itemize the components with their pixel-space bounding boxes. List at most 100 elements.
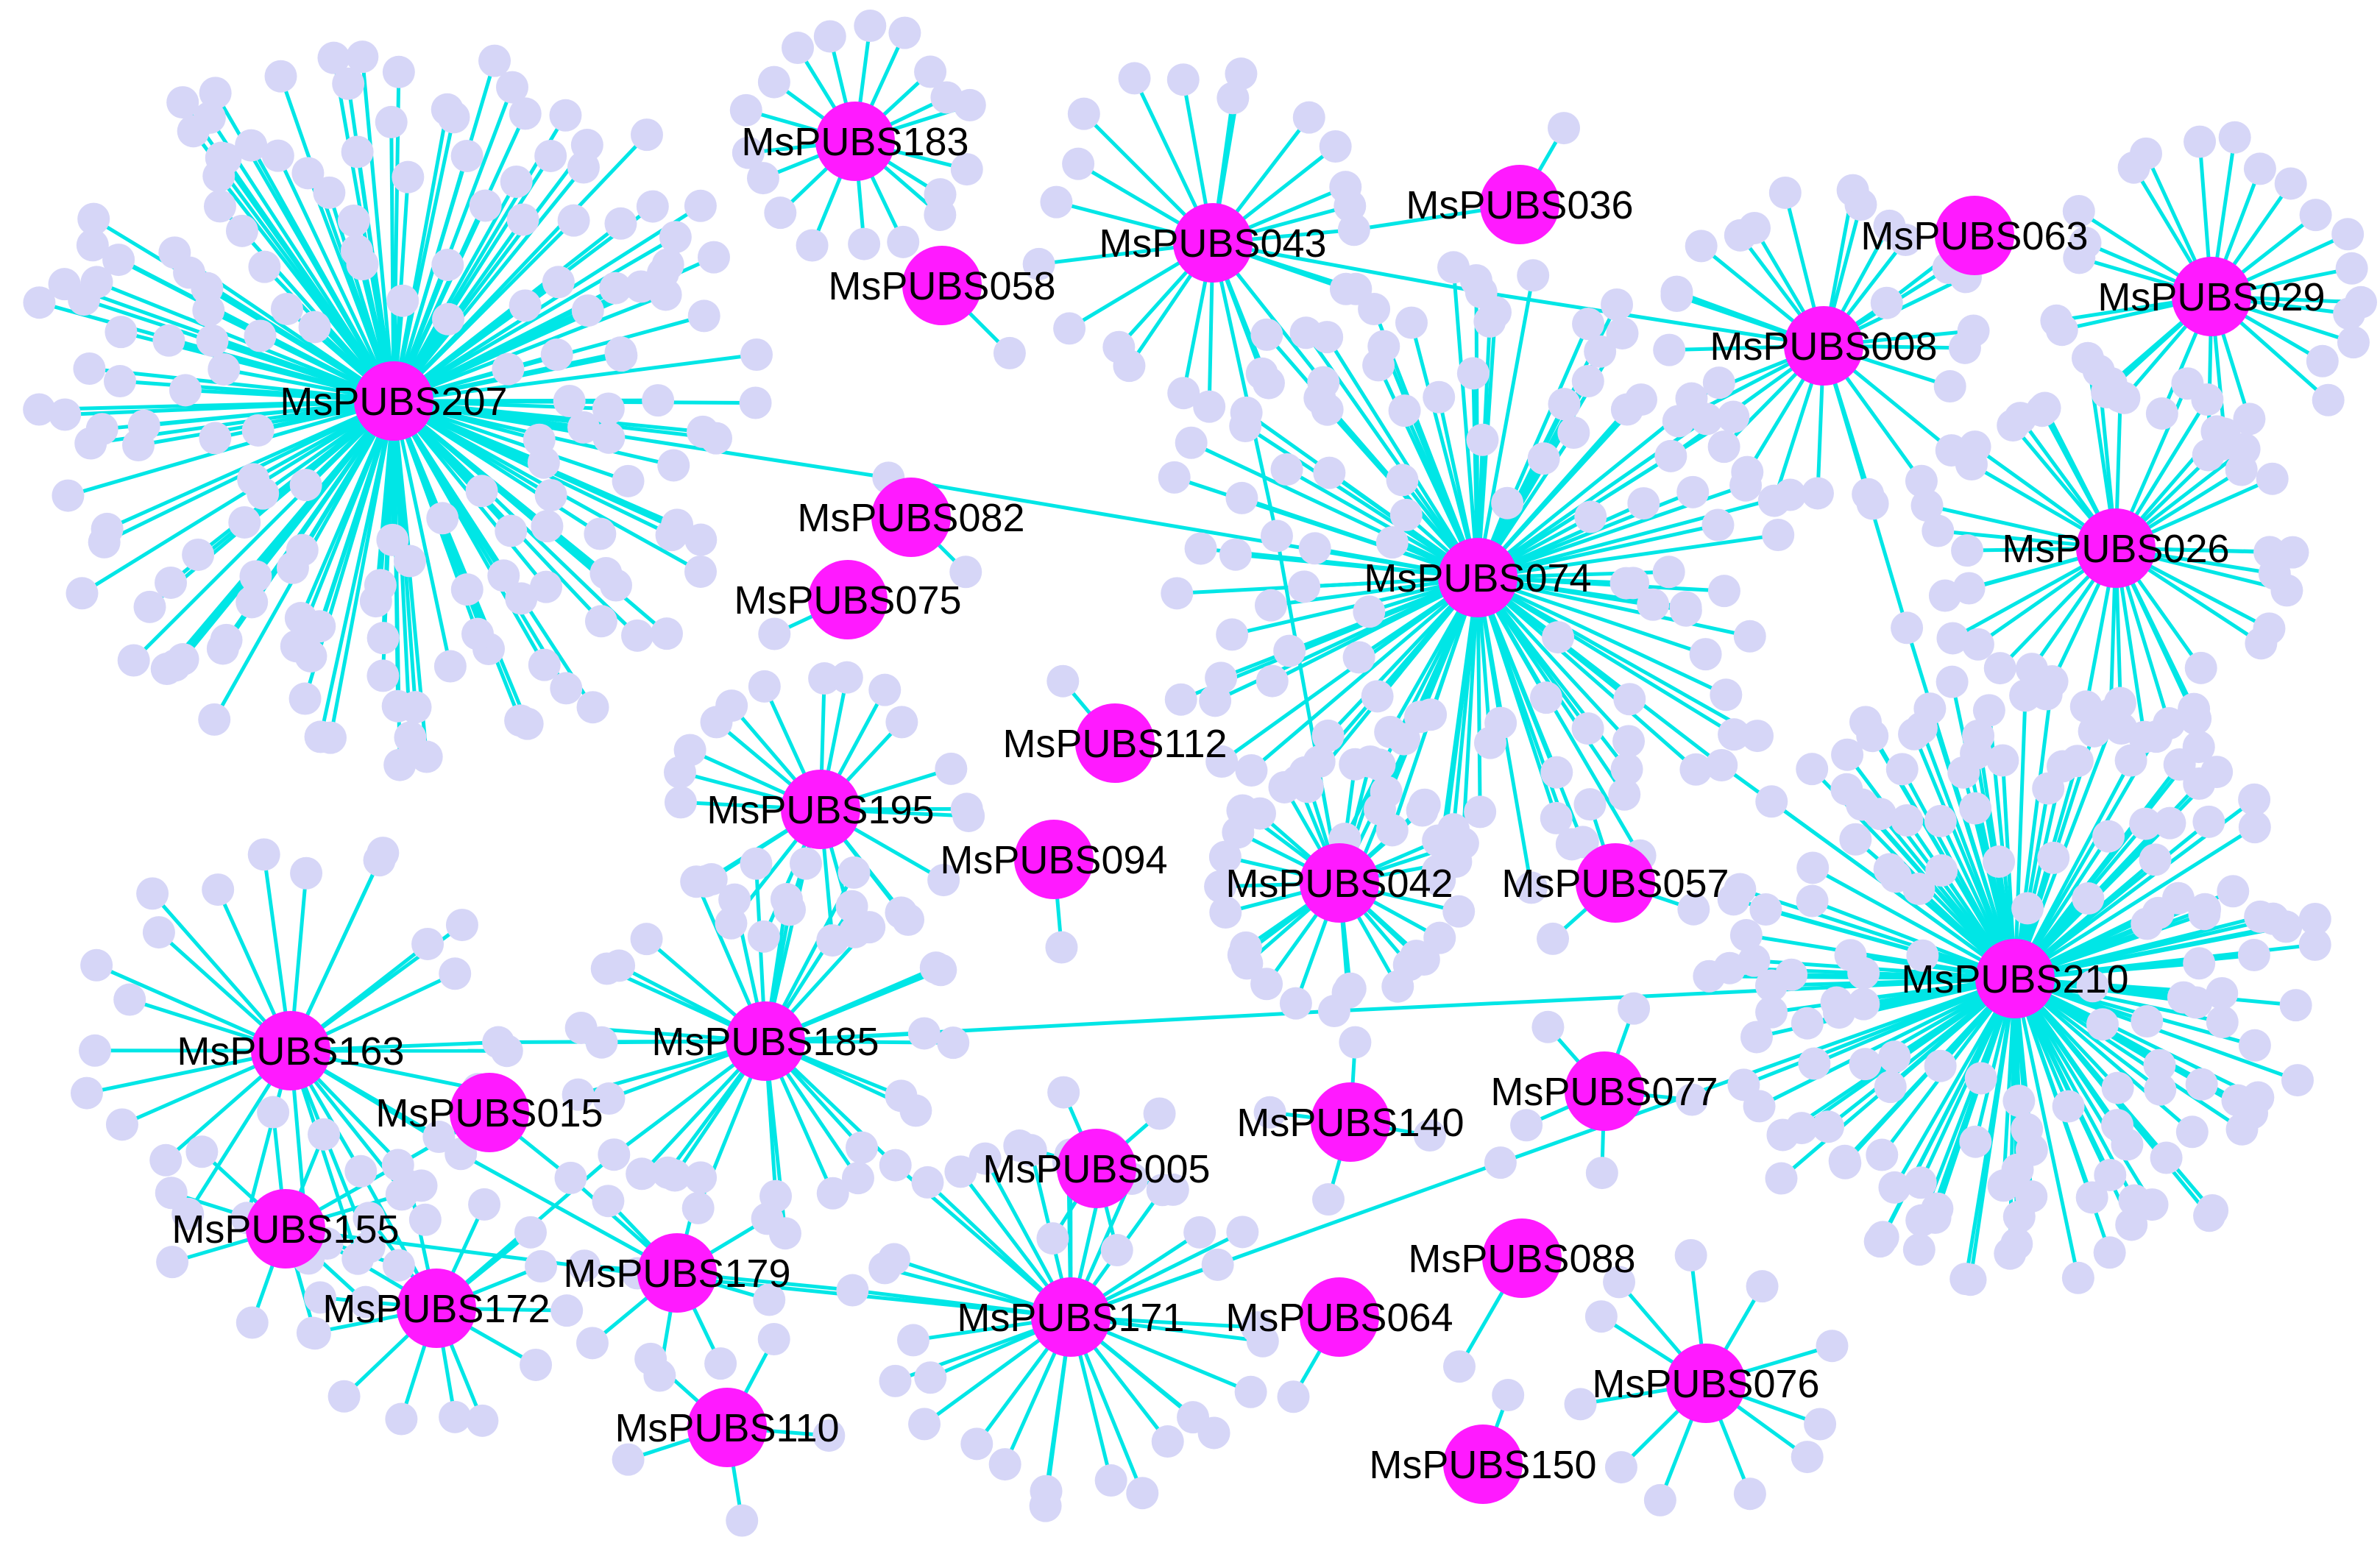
target-node xyxy=(1830,773,1863,806)
target-node xyxy=(2071,341,2104,375)
shared-target-node xyxy=(773,893,807,926)
target-node xyxy=(304,1281,337,1314)
target-node xyxy=(646,257,679,290)
target-node xyxy=(557,204,590,237)
target-node xyxy=(911,1166,944,1199)
target-node xyxy=(1381,970,1414,1003)
target-node xyxy=(1674,1238,1707,1271)
target-node xyxy=(1029,1489,1062,1522)
target-node xyxy=(1229,931,1262,964)
shared-target-node xyxy=(344,1154,378,1188)
target-node xyxy=(1573,788,1607,821)
target-node xyxy=(2069,690,2103,723)
target-node xyxy=(386,284,419,317)
interaction-edge xyxy=(1250,576,1479,772)
target-node xyxy=(382,1249,415,1282)
target-node xyxy=(303,610,336,643)
hub-label-mspubs057: MsPUBS057 xyxy=(1501,862,1729,906)
target-node xyxy=(567,151,600,184)
interaction-edge xyxy=(1476,575,1759,738)
target-node xyxy=(1225,57,1258,91)
target-node xyxy=(868,673,902,706)
target-node xyxy=(509,97,542,130)
target-node xyxy=(1935,665,1969,698)
target-node xyxy=(1375,814,1409,847)
target-node xyxy=(853,911,886,944)
interaction-edge xyxy=(319,400,396,737)
target-node xyxy=(1540,801,1573,834)
target-node xyxy=(288,682,322,715)
target-node xyxy=(2274,167,2307,200)
target-node xyxy=(1166,63,1200,96)
hub-node-mspubs005 xyxy=(1057,1129,1136,1208)
target-node xyxy=(576,691,609,724)
shared-target-node xyxy=(879,1149,912,1182)
target-node xyxy=(1067,97,1100,130)
target-node xyxy=(193,101,226,134)
target-node xyxy=(1303,381,1336,414)
target-node xyxy=(505,582,538,615)
target-node xyxy=(1225,481,1258,514)
hub-label-mspubs074: MsPUBS074 xyxy=(1364,556,1591,600)
target-node xyxy=(1801,477,1834,510)
hub-label-mspubs110: MsPUBS110 xyxy=(615,1406,839,1450)
target-node xyxy=(2009,679,2042,712)
hub-label-mspubs075: MsPUBS075 xyxy=(734,578,961,622)
target-node xyxy=(1456,357,1490,390)
hub-node-mspubs171 xyxy=(1031,1277,1111,1357)
target-node xyxy=(1388,394,1421,427)
target-node xyxy=(346,40,379,74)
target-node xyxy=(1791,1007,1824,1040)
hub-label-mspubs063: MsPUBS063 xyxy=(1860,214,2088,258)
target-node xyxy=(1834,939,1867,972)
target-node xyxy=(1053,312,1086,345)
target-node xyxy=(1693,959,1726,993)
target-node xyxy=(1584,1300,1618,1333)
target-node xyxy=(1413,1119,1446,1152)
target-node xyxy=(2153,806,2186,840)
interaction-edge xyxy=(1477,533,1779,580)
interaction-edge xyxy=(392,204,702,403)
target-node xyxy=(2244,900,2277,933)
target-node xyxy=(1610,753,1643,786)
target-node xyxy=(1878,1040,1911,1074)
target-node xyxy=(1234,1375,1267,1408)
shared-edge xyxy=(393,399,889,480)
target-node xyxy=(1768,176,1802,209)
target-node xyxy=(584,517,617,550)
target-node xyxy=(1624,383,1657,416)
target-node xyxy=(534,479,567,512)
hub-label-mspubs029: MsPUBS029 xyxy=(2097,275,2325,319)
target-node xyxy=(366,622,400,655)
target-node xyxy=(1873,853,1906,886)
target-node xyxy=(1627,487,1660,520)
interaction-edge xyxy=(1265,333,1479,579)
hub-node-mspubs043 xyxy=(1173,203,1253,283)
hub-label-mspubs077: MsPUBS077 xyxy=(1490,1070,1718,1114)
target-node xyxy=(927,864,960,897)
target-node xyxy=(158,236,191,269)
hub-node-mspubs207 xyxy=(354,361,433,441)
interaction-edge xyxy=(1969,978,2017,1280)
target-node xyxy=(796,229,829,262)
target-node xyxy=(1961,628,1994,661)
target-node xyxy=(291,157,325,190)
interaction-edge xyxy=(2013,681,2055,979)
target-node xyxy=(155,566,188,599)
interaction-edge xyxy=(1177,575,1478,595)
target-node xyxy=(1604,1451,1637,1484)
target-node xyxy=(1955,448,1988,481)
hub-node-mspubs058 xyxy=(902,246,982,325)
target-node xyxy=(1798,1047,1831,1080)
target-node xyxy=(1957,314,1990,347)
target-node xyxy=(2086,1008,2119,1041)
target-node xyxy=(340,234,373,267)
target-node xyxy=(1334,972,1367,1005)
target-node xyxy=(700,422,733,455)
shared-edge xyxy=(1212,241,1482,294)
target-node xyxy=(1952,572,1986,605)
target-node xyxy=(1406,794,1439,827)
target-node xyxy=(1193,390,1226,423)
target-node xyxy=(1183,1216,1216,1249)
